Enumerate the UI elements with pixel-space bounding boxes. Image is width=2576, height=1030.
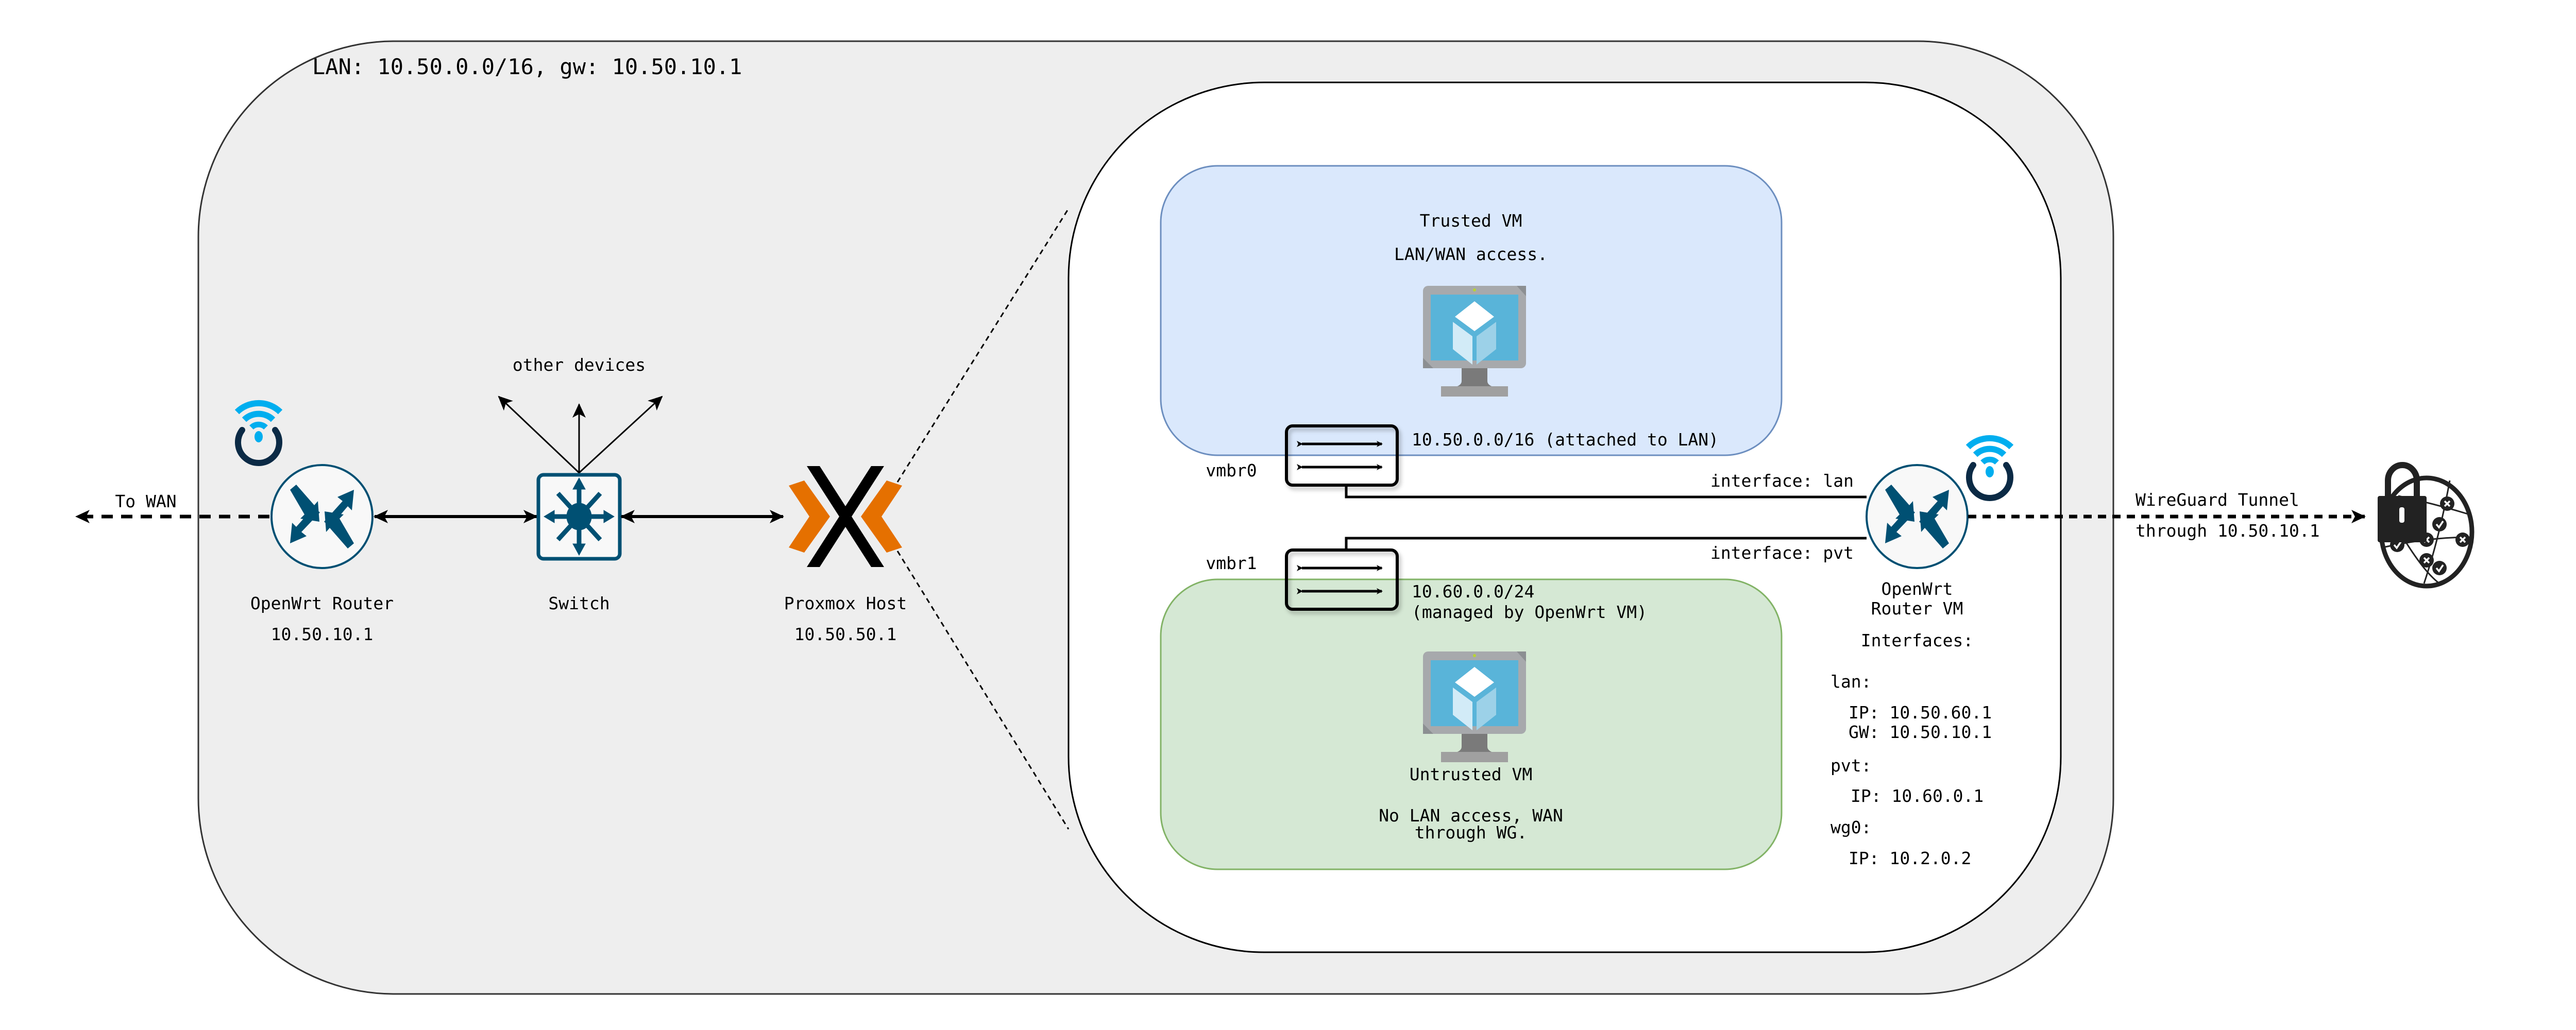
- bridge-vmbr1-subnet-line1: 10.60.0.0/24: [1412, 581, 1534, 602]
- switch-icon: [544, 477, 615, 556]
- router-vm-name-line2: Router VM: [1871, 598, 1963, 619]
- pvt-interface-label: interface: pvt: [1710, 543, 1854, 563]
- switch-name: Switch: [548, 593, 609, 613]
- switch[interactable]: [536, 473, 622, 561]
- proxmox-host-name: Proxmox Host: [784, 593, 907, 613]
- trusted-vm-title: Trusted VM: [1420, 211, 1522, 231]
- iface-lan-name: lan:: [1831, 672, 1871, 692]
- proxmox-host-ip: 10.50.50.1: [794, 624, 897, 644]
- iface-lan-gw: GW: 10.50.10.1: [1849, 722, 1992, 742]
- openwrt-router[interactable]: [270, 464, 374, 569]
- lan-interface-label: interface: lan: [1710, 471, 1854, 491]
- openwrt-router-ip: 10.50.10.1: [271, 624, 374, 644]
- openwrt-router-name: OpenWrt Router: [250, 593, 394, 613]
- untrusted-vm-description-line1: No LAN access, WAN: [1379, 805, 1563, 826]
- proxmox-host[interactable]: [789, 466, 902, 567]
- wireguard-label-line2: through 10.50.10.1: [2136, 521, 2320, 541]
- lan-zone-title: LAN: 10.50.0.0/16, gw: 10.50.10.1: [312, 54, 742, 79]
- router-vm-name-line1: OpenWrt: [1881, 579, 1953, 599]
- link-vmbr0-router-vm: [1345, 486, 1867, 499]
- iface-pvt-name: pvt:: [1831, 756, 1871, 776]
- bridge-vmbr0-label: vmbr0: [1206, 460, 1257, 480]
- wan-label: To WAN: [115, 491, 176, 511]
- proxmox-logo-icon: [789, 466, 902, 567]
- lock-globe-icon: [2378, 462, 2475, 589]
- zoom-line-top: [896, 208, 1070, 483]
- iface-lan-ip: IP: 10.50.60.1: [1849, 702, 1992, 723]
- router-vm-interfaces-heading: Interfaces:: [1861, 630, 1974, 650]
- link-vmbr1-router-vm: [1345, 537, 1867, 550]
- untrusted-vm-description-line2: through WG.: [1415, 822, 1528, 843]
- iface-wg0-name: wg0:: [1831, 817, 1871, 837]
- zoom-line-bottom: [896, 551, 1070, 830]
- other-devices-links: [498, 396, 663, 474]
- untrusted-vm-title: Untrusted VM: [1410, 764, 1532, 784]
- trusted-vm-description: LAN/WAN access.: [1394, 244, 1548, 264]
- wireguard-label-line1: WireGuard Tunnel: [2136, 490, 2299, 510]
- openwrt-router-vm[interactable]: [1866, 464, 1969, 569]
- vpn-endpoint[interactable]: [2378, 462, 2475, 589]
- bridge-vmbr1-label: vmbr1: [1206, 553, 1257, 573]
- iface-wg0-ip: IP: 10.2.0.2: [1849, 848, 1971, 868]
- bridge-vmbr0-subnet: 10.50.0.0/16 (attached to LAN): [1412, 430, 1719, 450]
- iface-pvt-ip: IP: 10.60.0.1: [1851, 786, 1984, 806]
- other-devices-label: other devices: [513, 355, 646, 375]
- bridge-vmbr1-subnet-line2: (managed by OpenWrt VM): [1412, 602, 1647, 622]
